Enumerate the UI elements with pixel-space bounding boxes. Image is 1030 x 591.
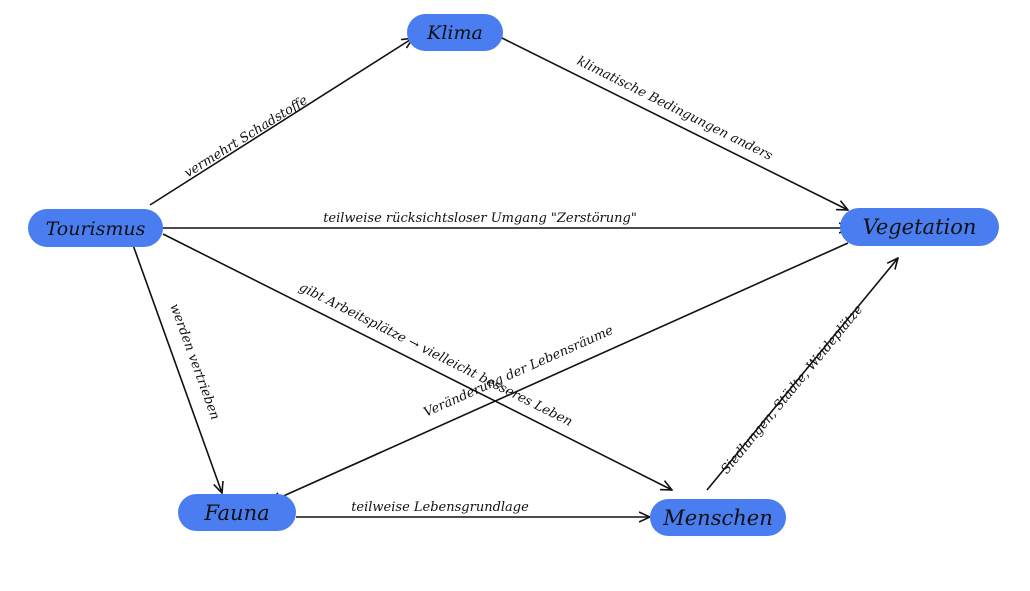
node-klima-label: Klima: [426, 22, 483, 44]
label-vegetation-fauna: Veränderung der Lebensräume: [422, 323, 616, 421]
node-menschen-label: Menschen: [662, 506, 772, 530]
edge-menschen-vegetation: [706, 258, 898, 491]
label-klima-vegetation: klimatische Bedingungen anders: [574, 54, 775, 164]
node-tourismus: Tourismus: [28, 209, 163, 247]
node-fauna: Fauna: [178, 494, 296, 531]
node-tourismus-label: Tourismus: [46, 218, 146, 240]
label-menschen-vegetation: Siedlungen, Städte, Weideplätze: [718, 302, 866, 477]
node-vegetation: Vegetation: [840, 208, 999, 246]
edge-klima-vegetation: [499, 36, 848, 210]
edge-tourismus-klima: [149, 38, 413, 206]
node-fauna-label: Fauna: [203, 501, 269, 525]
node-klima: Klima: [407, 14, 503, 51]
label-tourismus-klima: vermehrt Schadstoffe: [182, 93, 311, 181]
node-menschen: Menschen: [650, 499, 786, 536]
node-vegetation-label: Vegetation: [863, 215, 977, 239]
edge-vegetation-fauna: [270, 242, 849, 502]
label-fauna-menschen: teilweise Lebensgrundlage: [351, 500, 529, 515]
edge-tourismus-menschen: [162, 233, 672, 490]
label-tourismus-vegetation: teilweise rücksichtsloser Umgang "Zerstö…: [323, 211, 637, 226]
edge-tourismus-fauna: [132, 244, 222, 493]
